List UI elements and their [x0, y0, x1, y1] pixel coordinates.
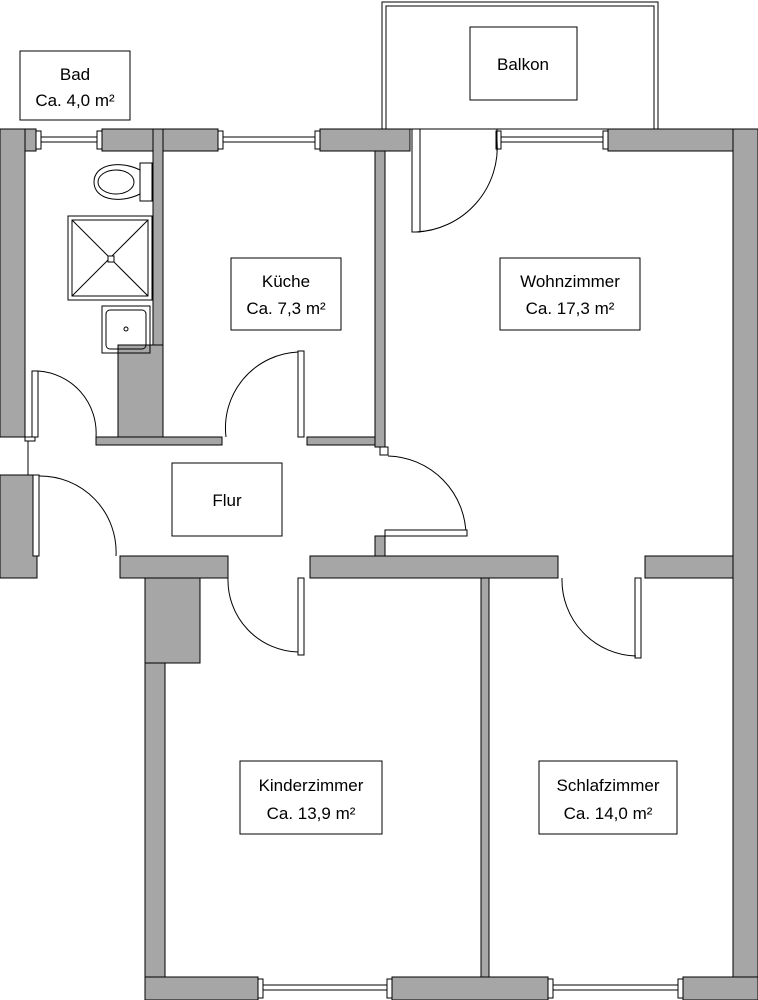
label-balkon: Balkon [469, 26, 578, 101]
window-kitchen [217, 130, 321, 150]
wall-kinder-schlaf [480, 577, 490, 1000]
window-schlaf [547, 978, 684, 999]
wall-left-lower [0, 474, 38, 579]
label-kinderzimmer-area: Ca. 13,9 m² [267, 804, 356, 823]
wall-bottom-2 [391, 976, 549, 1000]
wall-flur-bottom-mid [309, 555, 559, 579]
windows [24, 130, 684, 999]
label-bad-name: Bad [60, 65, 90, 84]
label-flur-name: Flur [212, 491, 242, 510]
window-left-side [24, 436, 36, 475]
label-kinderzimmer-name: Kinderzimmer [259, 776, 364, 795]
label-balkon-name: Balkon [497, 55, 549, 74]
window-living [495, 130, 609, 150]
label-schlafzimmer-name: Schlafzimmer [557, 776, 660, 795]
wall-living-bottom-right [644, 555, 734, 579]
door-kinder [227, 577, 305, 656]
doors [31, 128, 642, 659]
door-living [379, 446, 468, 537]
door-schlaf [561, 577, 642, 659]
shower-icon [67, 215, 153, 301]
wall-bad-kitchen [152, 128, 164, 346]
walls [0, 128, 758, 1000]
wall-shaft-lower [144, 577, 201, 664]
wall-kitchen-flur-right [306, 436, 376, 446]
label-bad-area: Ca. 4,0 m² [35, 91, 115, 110]
wall-bottom-1 [144, 976, 259, 1000]
door-balkon [411, 128, 498, 233]
label-kueche: Küche Ca. 7,3 m² [230, 257, 342, 331]
wall-flur-bottom-left [119, 555, 229, 579]
balcony-outline [381, 1, 659, 130]
wall-top-kitchen-right [319, 128, 411, 152]
door-entry [32, 474, 117, 557]
wall-left-upper [0, 128, 26, 438]
window-bad [35, 130, 103, 150]
door-bad [31, 370, 97, 438]
label-kueche-area: Ca. 7,3 m² [246, 299, 326, 318]
wall-bottom-3 [682, 976, 758, 1000]
wall-kitchen-flur-left [95, 436, 223, 446]
wall-right [732, 128, 758, 1000]
door-kitchen [224, 350, 305, 438]
wall-living-door-stub [374, 535, 386, 557]
label-kueche-name: Küche [262, 272, 310, 291]
window-kinder [257, 978, 393, 999]
label-wohnzimmer-area: Ca. 17,3 m² [526, 299, 615, 318]
sink-icon [101, 305, 151, 354]
wall-kitchen-living [374, 150, 386, 448]
label-flur: Flur [171, 462, 283, 537]
label-wohnzimmer-name: Wohnzimmer [520, 272, 620, 291]
toilet-icon [93, 162, 153, 202]
label-schlafzimmer: Schlafzimmer Ca. 14,0 m² [538, 760, 678, 835]
label-bad: Bad Ca. 4,0 m² [19, 50, 131, 121]
wall-bad-shaft [117, 344, 164, 438]
label-schlafzimmer-area: Ca. 14,0 m² [564, 804, 653, 823]
label-kinderzimmer: Kinderzimmer Ca. 13,9 m² [239, 760, 383, 835]
label-wohnzimmer: Wohnzimmer Ca. 17,3 m² [499, 257, 641, 331]
